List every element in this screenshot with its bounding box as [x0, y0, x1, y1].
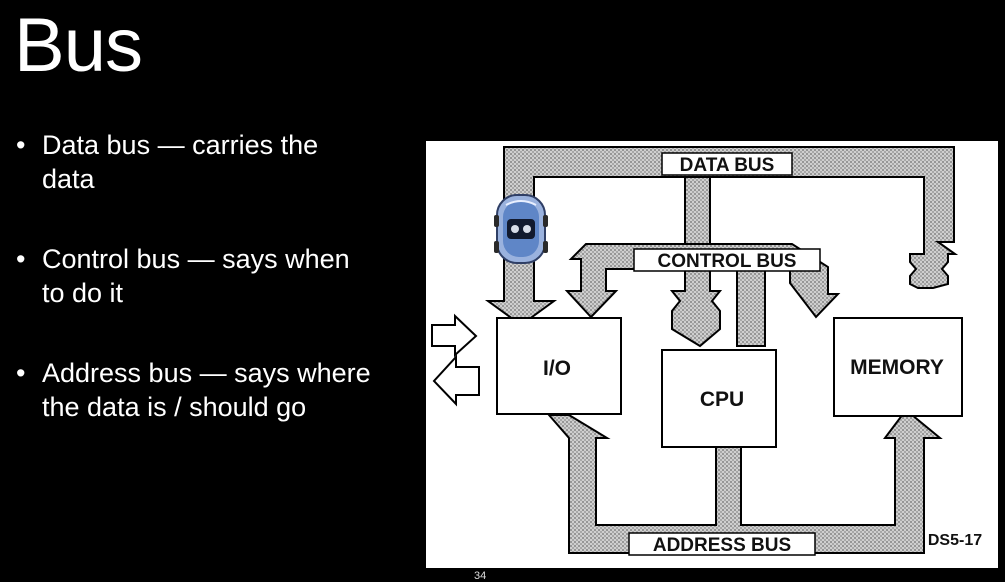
cpu-block: [661, 349, 777, 448]
bullet-dot-icon: •: [16, 130, 26, 160]
page-number: 34: [474, 570, 487, 582]
control-bus-label: CONTROL BUS: [658, 251, 797, 272]
bullet-dot-icon: •: [16, 358, 26, 388]
bullet-control-bus: • Control bus — says when to do it: [16, 242, 376, 310]
cpu-control-stem: [736, 268, 766, 347]
memory-block: [833, 317, 963, 417]
cpu-label: CPU: [700, 388, 744, 411]
io-block: [496, 317, 622, 415]
slide-title: Bus: [14, 3, 143, 88]
bullet-text: Address bus — says where the data is / s…: [42, 358, 371, 422]
memory-label: MEMORY: [850, 356, 944, 379]
io-label: I/O: [543, 357, 571, 380]
bullet-text: Data bus — carries the data: [42, 130, 319, 194]
bus-diagram: DATA BUS CONTROL BUS ADDRESS BUS I/O CPU…: [426, 141, 998, 568]
bullet-address-bus: • Address bus — says where the data is /…: [16, 356, 376, 424]
bullet-list: • Data bus — carries the data • Control …: [16, 128, 376, 470]
bullet-text: Control bus — says when to do it: [42, 244, 350, 308]
address-bus-label: ADDRESS BUS: [653, 535, 791, 556]
output-arrow-icon: [432, 354, 480, 407]
bullet-dot-icon: •: [16, 244, 26, 274]
address-bus-path: [546, 408, 943, 554]
bullet-data-bus: • Data bus — carries the data: [16, 128, 376, 196]
figure-code: DS5-17: [928, 532, 982, 549]
input-arrow-icon: [431, 313, 478, 358]
data-bus-label: DATA BUS: [680, 155, 775, 176]
data-bus-path: [484, 146, 959, 327]
car-icon: [494, 194, 548, 264]
